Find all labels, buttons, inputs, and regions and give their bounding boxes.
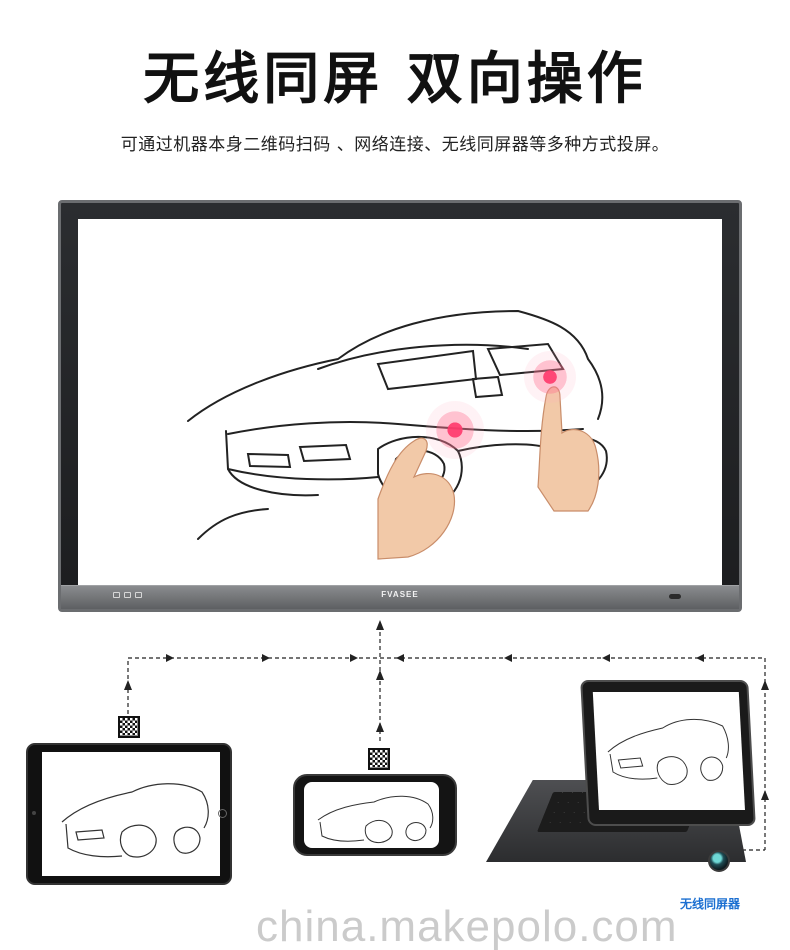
car-sketch-thumbnail: [607, 718, 729, 785]
phone-notch: [446, 800, 452, 830]
ir-sensor-icon: [669, 594, 681, 599]
panel-bezel: FVASEE: [61, 585, 739, 609]
car-sketch-thumbnail: [61, 783, 209, 858]
laptop-device: [580, 680, 756, 826]
tablet-device: [26, 743, 232, 885]
dongle-label: 无线同屏器: [680, 897, 741, 911]
touch-point-right: [524, 351, 576, 403]
qr-code-icon: [368, 748, 390, 770]
page-subtitle: 可通过机器本身二维码扫码 、网络连接、无线同屏器等多种方式投屏。: [120, 135, 670, 155]
car-sketch-thumbnail: [317, 795, 434, 843]
watermark: china.makepolo.com: [256, 902, 678, 950]
page-title: 无线同屏 双向操作: [143, 47, 647, 112]
wireless-dongle-icon[interactable]: [708, 850, 730, 872]
laptop-screen[interactable]: [592, 692, 745, 810]
phone-screen[interactable]: [304, 782, 439, 848]
interactive-flat-panel: FVASEE: [58, 200, 742, 612]
brand-logo: FVASEE: [381, 590, 419, 599]
home-button-icon[interactable]: [218, 809, 227, 818]
car-sketch-illustration: [187, 309, 608, 560]
touch-point-left: [426, 401, 484, 459]
qr-code-icon: [118, 716, 140, 738]
tablet-screen[interactable]: [42, 752, 220, 876]
panel-screen[interactable]: [78, 219, 722, 585]
arrow-up-panel: [376, 620, 384, 630]
smartphone-device: [293, 774, 457, 856]
bezel-buttons[interactable]: [113, 592, 142, 598]
camera-icon: [32, 811, 36, 815]
